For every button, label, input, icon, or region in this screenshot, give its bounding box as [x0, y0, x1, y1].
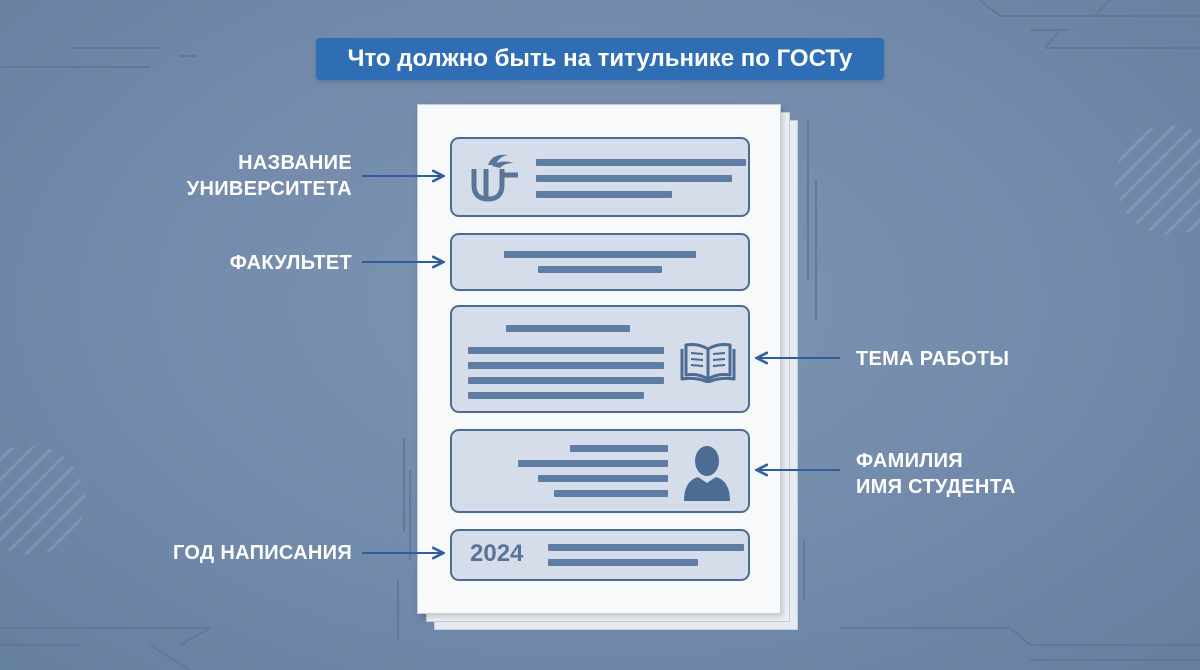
topic-text-line: [468, 377, 664, 384]
university-text-line: [536, 159, 746, 166]
label-university: НАЗВАНИЕ УНИВЕРСИТЕТА: [186, 152, 352, 200]
student-text-line: [518, 460, 668, 467]
university-logo-icon: [471, 154, 518, 202]
label-topic: ТЕМА РАБОТЫ: [856, 348, 1010, 370]
university-block: [450, 137, 750, 217]
year-text-line: [548, 544, 744, 551]
student-block: [450, 429, 750, 513]
university-text-line: [536, 175, 732, 182]
topic-text-line: [468, 347, 664, 354]
label-student: ФАМИЛИЯ ИМЯ СТУДЕНТА: [856, 450, 1016, 498]
year-text-line: [548, 559, 698, 566]
label-year: ГОД НАПИСАНИЯ: [172, 542, 352, 564]
university-text-line: [536, 191, 672, 198]
faculty-text-line: [504, 251, 696, 258]
year-block: 2024: [450, 529, 750, 581]
topic-text-line: [468, 362, 664, 369]
label-faculty: ФАКУЛЬТЕТ: [229, 252, 352, 274]
page-title: Что должно быть на титульнике по ГОСТу: [316, 38, 884, 80]
student-text-line: [570, 445, 668, 452]
topic-text-line: [506, 325, 630, 332]
open-book-icon: [680, 343, 736, 383]
document-title-page: 2024: [417, 104, 781, 614]
topic-text-line: [468, 392, 644, 399]
faculty-block: [450, 233, 750, 291]
faculty-text-line: [538, 266, 662, 273]
student-text-line: [554, 490, 668, 497]
topic-block: [450, 305, 750, 413]
student-text-line: [538, 475, 668, 482]
person-silhouette-icon: [684, 446, 730, 501]
year-value: 2024: [470, 540, 524, 567]
